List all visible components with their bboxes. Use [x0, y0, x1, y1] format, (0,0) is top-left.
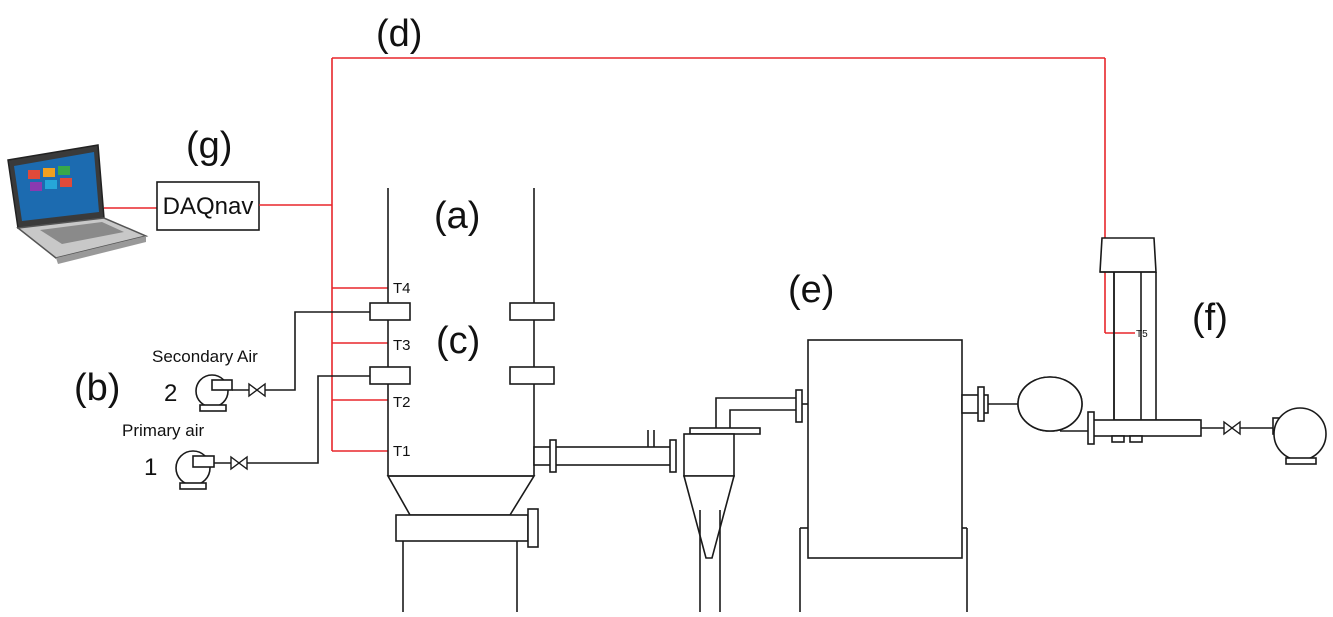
laptop-icon [7, 144, 149, 264]
label-d: (d) [376, 13, 422, 55]
thermocouple-t5: T5 [1136, 329, 1148, 340]
secondary-air-label: Secondary Air [152, 347, 258, 366]
signal-wiring [259, 57, 1135, 452]
label-g: (g) [186, 125, 232, 167]
primary-air-label: Primary air [122, 421, 205, 440]
cyclone [682, 389, 803, 612]
label-b: (b) [74, 367, 120, 409]
secondary-air-line [232, 311, 370, 398]
thermocouple-t1: T1 [393, 443, 411, 460]
secondary-air-blower-icon [195, 374, 233, 412]
secondary-air-number: 2 [164, 380, 177, 407]
exhaust-blower-icon [1272, 407, 1327, 465]
exhaust-line [1201, 420, 1273, 436]
label-a: (a) [434, 195, 480, 237]
reactor-column [369, 188, 555, 612]
label-f: (f) [1192, 297, 1228, 339]
label-e: (e) [788, 269, 834, 311]
primary-air-blower-icon [175, 450, 215, 490]
thermocouple-t3: T3 [393, 337, 411, 354]
reactor-outlet-pipe [533, 430, 677, 473]
primary-air-line [214, 375, 370, 471]
fan-icon [1017, 376, 1083, 432]
thermocouple-t2: T2 [393, 394, 411, 411]
daq-box [156, 181, 260, 231]
primary-air-number: 1 [144, 454, 157, 481]
label-c: (c) [436, 320, 480, 362]
heat-exchanger [799, 339, 968, 612]
daq-box-label: DAQnav [163, 193, 254, 220]
stack [1087, 237, 1202, 445]
thermocouple-t4: T4 [393, 280, 411, 297]
